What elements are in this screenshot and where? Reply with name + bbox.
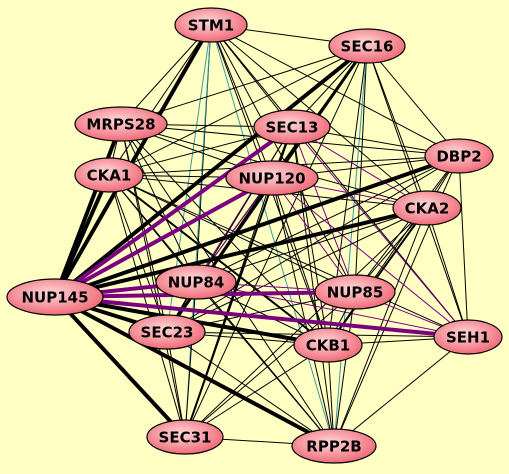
- edge-cka2-ckb1: [327, 207, 428, 346]
- node-mrps28[interactable]: MRPS28: [74, 106, 168, 142]
- node-ellipse: [314, 274, 396, 310]
- edge-nup120-ckb1: [271, 177, 329, 346]
- node-seh1[interactable]: SEH1: [433, 319, 503, 355]
- edge-nup145-nup120: [53, 176, 274, 299]
- node-label: CKA2: [405, 200, 450, 218]
- node-ellipse: [293, 327, 363, 363]
- edge-nup145-dbp2: [53, 154, 461, 299]
- node-ellipse: [6, 278, 104, 316]
- node-rpp2b[interactable]: RPP2B: [291, 428, 377, 464]
- node-label: NUP120: [238, 170, 305, 188]
- node-label: DBP2: [436, 148, 481, 166]
- edge-mrps28-nup84: [120, 123, 197, 283]
- node-stm1[interactable]: STM1: [174, 7, 248, 43]
- edge-stm1-rpp2b: [210, 24, 335, 447]
- edge-sec13-seh1: [291, 126, 469, 338]
- node-label: NUP85: [327, 284, 384, 302]
- edge-seh1-rpp2b: [333, 336, 469, 447]
- edge-nup84-seh1: [195, 281, 469, 338]
- node-ellipse: [392, 190, 462, 226]
- node-nup84[interactable]: NUP84: [155, 264, 237, 300]
- edge-sec23-rpp2b: [166, 331, 335, 447]
- node-label: SEH1: [446, 329, 490, 347]
- edge-sec16-dbp2: [366, 45, 460, 157]
- edge-nup145-seh1: [53, 295, 470, 339]
- edge-dbp2-seh1: [458, 155, 469, 338]
- node-ellipse: [433, 319, 503, 355]
- node-nup120[interactable]: NUP120: [225, 160, 319, 196]
- node-sec31[interactable]: SEC31: [146, 419, 224, 455]
- node-nup145[interactable]: NUP145: [6, 278, 104, 316]
- node-ellipse: [174, 7, 248, 43]
- edge-nup145-stm1: [53, 23, 213, 299]
- edge-sec13-nup85: [291, 126, 356, 293]
- edge-nup84-rpp2b: [195, 281, 335, 447]
- node-label: SEC23: [141, 324, 194, 342]
- node-cka2[interactable]: CKA2: [392, 190, 462, 226]
- edge-dbp2-nup85: [354, 155, 460, 293]
- node-label: MRPS28: [86, 116, 155, 134]
- node-nup85[interactable]: NUP85: [314, 274, 396, 310]
- node-cka1[interactable]: CKA1: [74, 157, 144, 193]
- edge-stm1-nup120: [210, 24, 273, 179]
- node-label: CKA1: [87, 167, 132, 185]
- edge-cka2-nup84: [195, 207, 428, 283]
- edge-nup85-sec31: [184, 291, 356, 438]
- node-ellipse: [225, 160, 319, 196]
- node-ellipse: [155, 264, 237, 300]
- edge-nup145-rpp2b: [53, 295, 336, 448]
- edge-nup145-cka1: [53, 173, 111, 299]
- node-sec23[interactable]: SEC23: [128, 314, 206, 350]
- edges-layer: [53, 23, 470, 448]
- edge-nup145-cka2: [53, 206, 429, 299]
- node-ellipse: [424, 138, 494, 174]
- node-label: NUP145: [21, 289, 88, 307]
- node-label: SEC16: [341, 38, 394, 56]
- node-ellipse: [74, 157, 144, 193]
- edge-nup85-rpp2b: [333, 291, 356, 447]
- edge-stm1-nup85: [210, 24, 356, 293]
- node-sec13[interactable]: SEC13: [253, 109, 331, 145]
- edge-sec16-rpp2b: [333, 45, 368, 447]
- node-ellipse: [328, 28, 406, 64]
- node-dbp2[interactable]: DBP2: [424, 138, 494, 174]
- edge-nup145-sec13: [53, 125, 294, 299]
- edge-sec16-cka1: [108, 45, 368, 176]
- node-ellipse: [291, 428, 377, 464]
- node-label: RPP2B: [306, 438, 361, 456]
- edge-nup145-sec16: [53, 44, 369, 299]
- edge-dbp2-nup84: [195, 155, 460, 283]
- edge-mrps28-ckb1: [120, 123, 329, 346]
- node-sec16[interactable]: SEC16: [328, 28, 406, 64]
- edge-nup145-sec31: [53, 295, 187, 439]
- node-ellipse: [253, 109, 331, 145]
- node-label: STM1: [188, 17, 234, 35]
- edge-nup120-nup84: [195, 177, 273, 283]
- node-label: CKB1: [306, 337, 351, 355]
- edge-cka1-seh1: [108, 174, 469, 338]
- edge-mrps28-sec23: [120, 123, 168, 333]
- edge-nup120-rpp2b: [271, 177, 335, 447]
- node-label: NUP84: [168, 274, 225, 292]
- node-ellipse: [74, 106, 168, 142]
- node-label: SEC13: [266, 119, 319, 137]
- edge-stm1-seh1: [210, 24, 469, 338]
- node-ckb1[interactable]: CKB1: [293, 327, 363, 363]
- node-label: SEC31: [159, 429, 212, 447]
- edge-cka2-seh1: [426, 207, 469, 338]
- node-ellipse: [128, 314, 206, 350]
- node-ellipse: [146, 419, 224, 455]
- edge-nup84-sec31: [184, 281, 197, 438]
- edge-ckb1-sec31: [184, 344, 329, 438]
- edge-sec16-sec31: [184, 45, 368, 438]
- edge-sec16-nup85: [354, 45, 368, 293]
- edge-nup120-seh1: [271, 177, 469, 338]
